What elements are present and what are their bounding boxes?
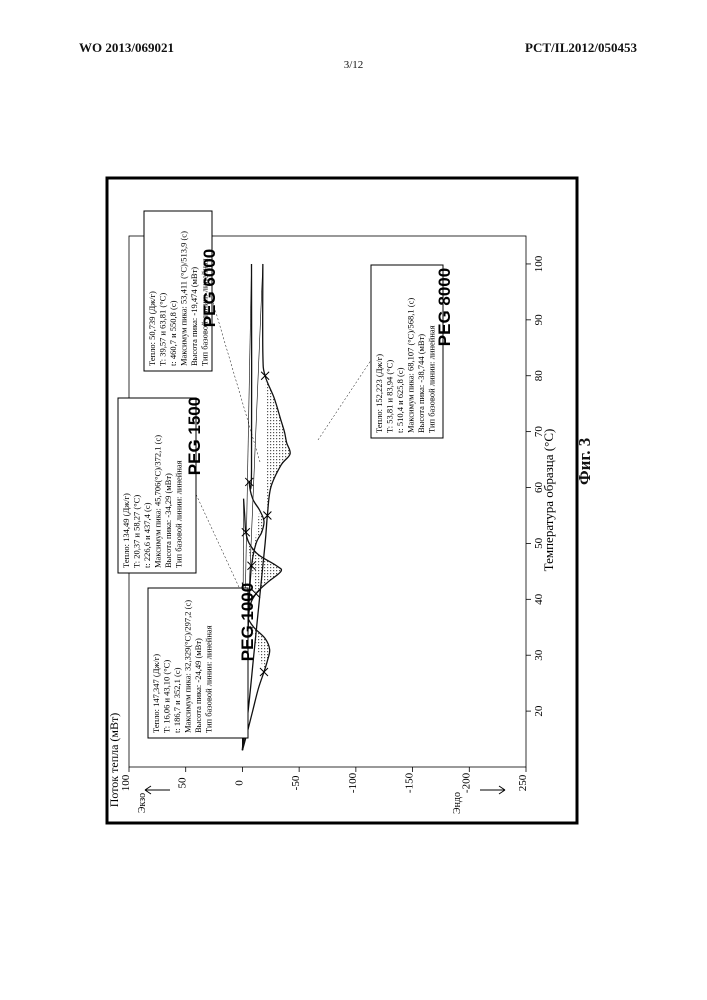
annotation-line: Тепло: 152,223 (Дж/г) xyxy=(374,354,384,433)
annotation-line: Тепло: 147,347 (Дж/г) xyxy=(151,654,161,733)
annotation-line: Максимум пика: 45,706(°C)/372,1 (с) xyxy=(153,435,163,568)
endo-label: Эндо xyxy=(452,792,463,814)
annotation-line: T: 16,06 и 43,10 (°C) xyxy=(162,660,172,733)
y-tick-label: 100 xyxy=(120,774,132,791)
annotation-line: Высота пика: -38,744 (мВт) xyxy=(416,334,426,433)
annotation-line: Тепло: 134,49 (Дж/г) xyxy=(121,493,131,568)
annotation-line: Максимум пика: 68,107 (°C)/568,1 (с) xyxy=(406,298,416,433)
annotation-line: Тип базовой линии: линейная xyxy=(204,625,214,733)
y-tick-label: -50 xyxy=(290,775,302,790)
x-tick-label: 20 xyxy=(533,705,545,717)
annotation-line: T: 39,57 и 63,81 (°C) xyxy=(158,293,168,366)
x-axis-label: Температура образца (°C) xyxy=(541,429,556,572)
series-label-peg-1500: PEG 1500 xyxy=(185,397,204,475)
annotation-line: Максимум пика: 32,329(°C)/297,2 (с) xyxy=(183,600,193,733)
x-tick-label: 80 xyxy=(533,370,545,382)
figure-caption: Фиг. 3 xyxy=(575,425,595,485)
annotation-line: t: 226,6 и 437,4 (с) xyxy=(142,502,152,568)
annotation-line: t: 460,7 и 550,8 (с) xyxy=(168,300,178,366)
x-tick-label: 90 xyxy=(533,314,545,326)
y-tick-label: 50 xyxy=(177,777,189,789)
annotation-line: Тепло: 50,739 (Дж/г) xyxy=(147,291,157,366)
series-label-peg-6000: PEG 6000 xyxy=(200,249,219,327)
annotation-line: Высота пика: -34,29 (мВт) xyxy=(163,473,173,568)
series-label-peg-8000: PEG 8000 xyxy=(435,268,454,346)
annotation-line: t: 510,4 и 625,8 (с) xyxy=(395,367,405,433)
y-tick-label: -150 xyxy=(404,772,416,793)
annotation-line: Тип базовой линии: линейная xyxy=(174,460,184,568)
x-tick-label: 100 xyxy=(533,255,545,272)
x-tick-label: 30 xyxy=(533,649,545,661)
annotation-line: T: 53,81 и 83,94 (°C) xyxy=(385,360,395,433)
y-tick-label: 250 xyxy=(517,774,529,791)
exo-label: Экзо xyxy=(137,793,148,813)
x-tick-label: 40 xyxy=(533,593,545,605)
y-axis-label: Поток тепла (мВт) xyxy=(107,713,121,808)
annotation-line: Максимум пика: 53,411 (°C)/513,9 (с) xyxy=(179,231,189,366)
annotation-line: Высота пика: -24,49 (мВт) xyxy=(193,638,203,733)
annotation-line: Высота пика: -19,474 (мВт) xyxy=(189,267,199,366)
series-label-peg-1000: PEG 1000 xyxy=(238,583,257,661)
y-tick-label: -100 xyxy=(347,772,359,793)
annotation-line: t: 186,7 и 352,1 (с) xyxy=(172,667,182,733)
annotation-line: T: 20,37 и 58,27 (°C) xyxy=(132,495,142,568)
y-tick-label: 0 xyxy=(233,780,245,786)
y-tick-label: -200 xyxy=(460,772,472,793)
